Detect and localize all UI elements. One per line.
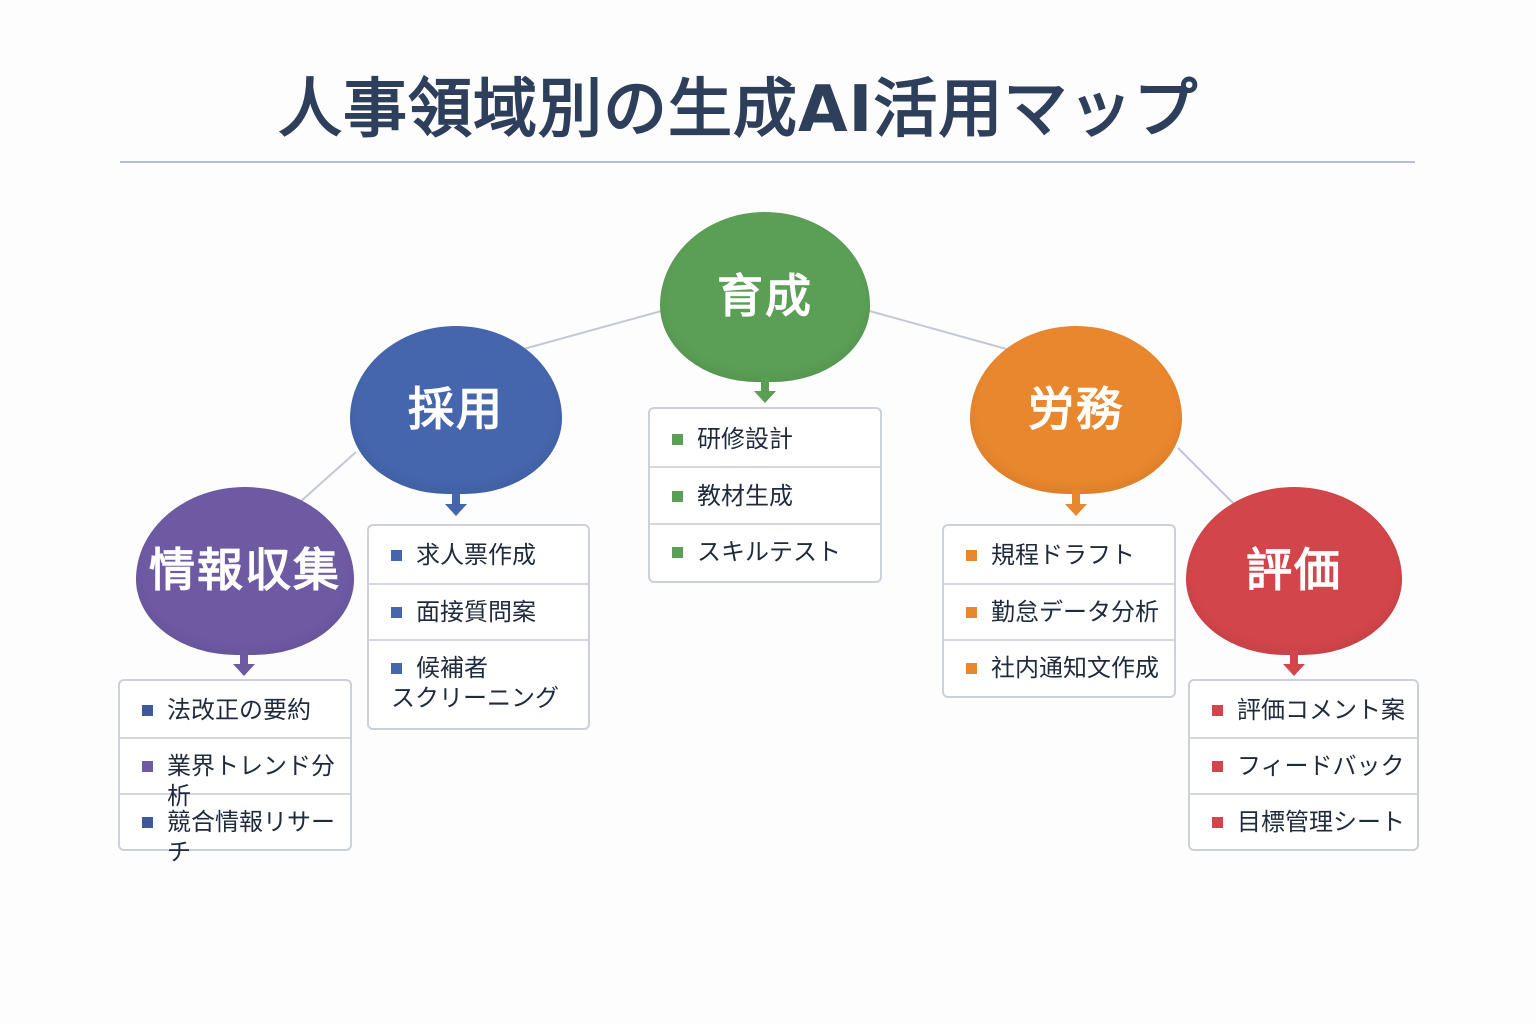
domain-bubble-info[interactable]: 情報収集 <box>136 487 354 655</box>
domain-bubble-recruit[interactable]: 採用 <box>350 326 562 494</box>
list-item: 規程ドラフト <box>944 526 1174 585</box>
domain-card-recruit: 求人票作成 面接質問案 候補者 スクリーニング <box>367 524 590 730</box>
list-item: 評価コメント案 <box>1190 681 1417 739</box>
bullet-square-icon <box>1212 817 1223 828</box>
list-item: 社内通知文作成 <box>944 641 1174 696</box>
bullet-square-icon <box>672 547 683 558</box>
list-item: 勤怠データ分析 <box>944 585 1174 641</box>
bullet-square-icon <box>391 607 402 618</box>
bullet-square-icon <box>142 705 153 716</box>
list-item: 面接質問案 <box>369 585 588 641</box>
domain-card-info: 法改正の要約 業界トレンド分析 競合情報リサーチ <box>118 679 352 866</box>
bullet-square-icon <box>966 663 977 674</box>
list-item: 目標管理シート <box>1190 795 1417 849</box>
list-item: 競合情報リサーチ <box>120 795 350 866</box>
title-divider <box>120 161 1415 163</box>
arrow-down-icon <box>233 650 255 678</box>
arrow-down-icon <box>1283 650 1305 678</box>
arrow-down-icon <box>1065 490 1087 518</box>
bullet-square-icon <box>672 491 683 502</box>
domain-bubble-labor[interactable]: 労務 <box>970 326 1182 494</box>
list-item: フィードバック <box>1190 739 1417 795</box>
list-item: スキルテスト <box>650 525 880 581</box>
list-item: 求人票作成 <box>369 526 588 585</box>
domain-label-training: 育成 <box>717 269 813 323</box>
bullet-square-icon <box>391 550 402 561</box>
domain-label-labor: 労務 <box>1028 382 1124 436</box>
list-item: 候補者 スクリーニング <box>391 654 559 712</box>
list-item: 法改正の要約 <box>120 681 350 739</box>
domain-label-evaluation: 評価 <box>1246 543 1342 597</box>
arrow-down-icon <box>445 490 467 518</box>
domain-card-labor: 規程ドラフト 勤怠データ分析 社内通知文作成 <box>942 524 1176 698</box>
bullet-square-icon <box>966 550 977 561</box>
domain-label-info: 情報収集 <box>149 543 341 597</box>
domain-bubble-evaluation[interactable]: 評価 <box>1186 487 1402 655</box>
page-title: 人事領域別の生成AI活用マップ <box>278 73 1199 147</box>
list-item: 教材生成 <box>650 468 880 525</box>
bullet-square-icon <box>142 761 153 772</box>
bullet-square-icon <box>1212 761 1223 772</box>
bullet-square-icon <box>142 817 153 828</box>
bullet-square-icon <box>672 434 683 445</box>
list-item: 業界トレンド分析 <box>120 739 350 810</box>
bullet-square-icon <box>391 663 402 674</box>
bullet-square-icon <box>966 607 977 618</box>
domain-bubble-training[interactable]: 育成 <box>660 212 870 382</box>
domain-label-recruit: 採用 <box>408 382 504 436</box>
arrow-down-icon <box>754 377 776 405</box>
domain-card-evaluation: 評価コメント案 フィードバック 目標管理シート <box>1188 679 1419 851</box>
bullet-square-icon <box>1212 705 1223 716</box>
domain-card-training: 研修設計 教材生成 スキルテスト <box>648 407 882 583</box>
list-item: 研修設計 <box>650 409 880 468</box>
